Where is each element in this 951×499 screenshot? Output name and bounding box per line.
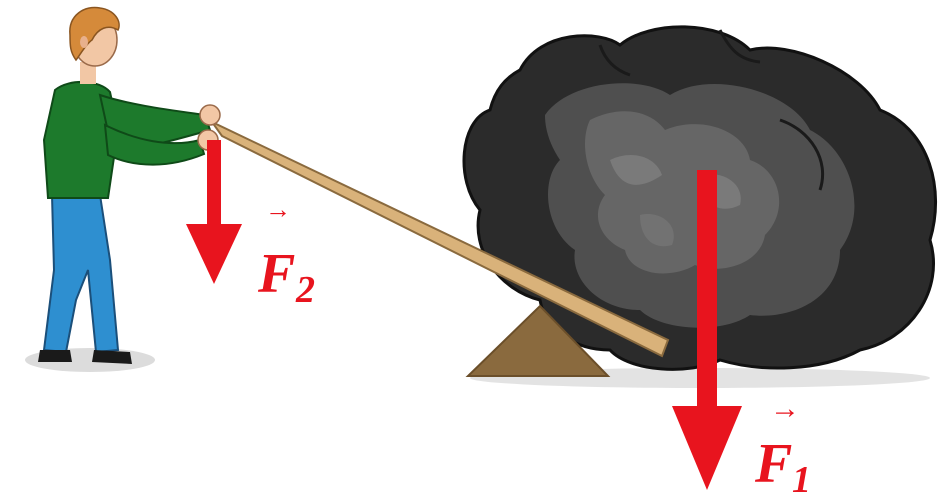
force-arrow-f2-head: [186, 224, 242, 284]
force-arrow-f1: [672, 170, 742, 490]
force-label-f1: → F 1: [754, 392, 811, 499]
force-arrow-f1-shaft: [697, 170, 717, 418]
force-label-f2: → F 2: [257, 195, 315, 311]
force-label-f1-vector-arrow: →: [770, 392, 800, 425]
force-arrow-f1-head: [672, 406, 742, 490]
lever-plank-icon: [211, 121, 670, 358]
force-label-f2-vector-arrow: →: [265, 195, 291, 224]
force-label-f2-subscript: 2: [295, 269, 315, 311]
force-label-f2-symbol: F: [257, 243, 295, 305]
fulcrum-triangle-icon: [465, 304, 611, 377]
force-arrow-f2-shaft: [207, 140, 221, 240]
force-arrow-f2: [186, 140, 242, 284]
force-label-f1-subscript: 1: [792, 459, 811, 499]
force-label-f1-symbol: F: [754, 433, 792, 495]
person-pushing-lever-icon: [38, 6, 221, 364]
